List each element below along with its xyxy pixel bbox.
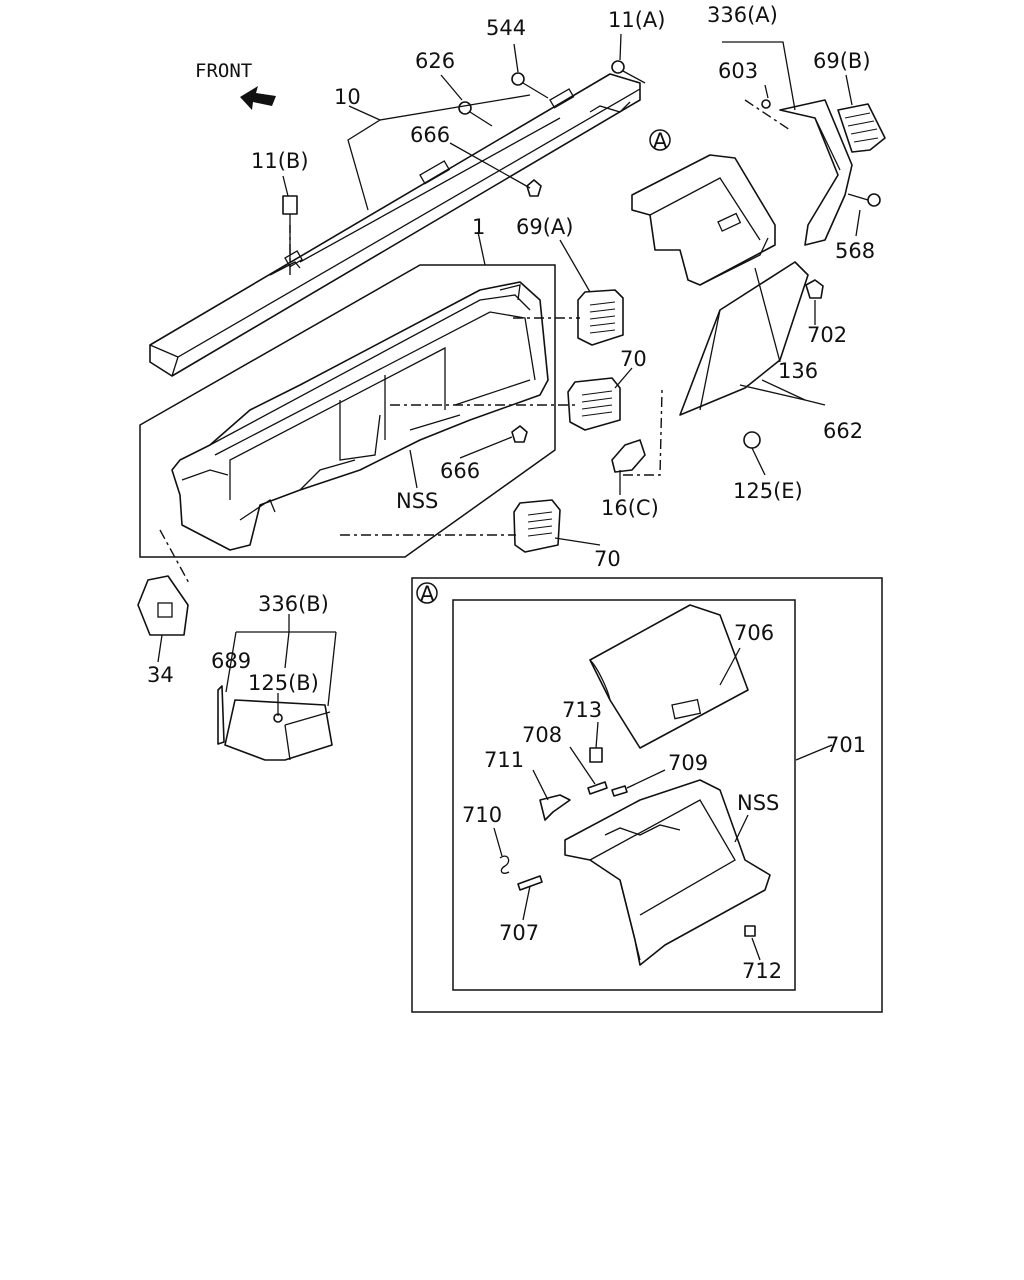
front-arrow-icon (240, 86, 276, 110)
callout-136: 136 (778, 359, 818, 383)
clip-666-upper (526, 179, 542, 197)
vent-69b (837, 103, 886, 153)
clip-125e (743, 431, 761, 449)
vent-69a (577, 289, 624, 346)
callout-10: 10 (334, 85, 361, 109)
screw-544 (511, 72, 549, 99)
callout-125e: 125(E) (733, 479, 803, 503)
callout-69b: 69(B) (813, 49, 871, 73)
lower-cover-662 (679, 261, 809, 416)
centerlines (159, 99, 791, 586)
bracket-711 (539, 794, 571, 821)
callout-711: 711 (484, 748, 524, 772)
callout-11b: 11(B) (251, 149, 309, 173)
front-label: FRONT (195, 60, 252, 82)
callout-70-mid: 70 (620, 347, 647, 371)
pin-708 (587, 781, 608, 795)
side-cap-34 (137, 575, 189, 636)
marker-a-detail: A (416, 582, 438, 606)
callout-labels: 544 11(A) 336(A) 626 603 69(B) 10 666 11… (147, 3, 875, 983)
bolt-11b (282, 195, 298, 262)
callout-336b: 336(B) (258, 592, 329, 616)
screw-603 (761, 99, 771, 109)
callout-709: 709 (668, 751, 708, 775)
screw-568 (847, 193, 881, 207)
assembly-outline (139, 264, 556, 558)
callout-34: 34 (147, 663, 174, 687)
callout-69a: 69(A) (516, 215, 573, 239)
callout-11a: 11(A) (608, 8, 665, 32)
callout-16c: 16(C) (601, 496, 659, 520)
callout-666-mid: 666 (440, 459, 480, 483)
callout-702: 702 (807, 323, 847, 347)
callout-1: 1 (472, 215, 485, 239)
vent-70-upper (567, 377, 621, 431)
nut-702 (805, 279, 824, 299)
callout-626: 626 (415, 49, 455, 73)
leaders (157, 33, 861, 716)
callout-710: 710 (462, 803, 502, 827)
dash-top-panel (149, 73, 641, 377)
side-trim-336a (779, 99, 853, 246)
marker-a-detail-text: A (420, 582, 435, 606)
callout-nss-detail: NSS (737, 791, 779, 815)
front-indicator: FRONT (195, 60, 276, 110)
callout-603: 603 (718, 59, 758, 83)
glovebox-outer (631, 154, 776, 286)
callout-712: 712 (742, 959, 782, 983)
damper-709 (611, 785, 628, 797)
vent-70-lower (513, 499, 561, 553)
bolt-11a (611, 60, 646, 84)
callout-568: 568 (835, 239, 875, 263)
callout-701: 701 (826, 733, 866, 757)
callout-125b: 125(B) (248, 671, 319, 695)
callout-70-low: 70 (594, 547, 621, 571)
glovebox-lid-706 (589, 604, 749, 749)
callout-706: 706 (734, 621, 774, 645)
callout-708: 708 (522, 723, 562, 747)
callout-689: 689 (211, 649, 251, 673)
callout-662: 662 (823, 419, 863, 443)
callout-713: 713 (562, 698, 602, 722)
callout-336a: 336(A) (707, 3, 778, 27)
seal-689 (217, 685, 225, 745)
spring-710 (499, 855, 510, 874)
callout-544: 544 (486, 16, 526, 40)
detail-a-inner-frame (452, 599, 796, 991)
hinge-pin-707 (517, 875, 543, 891)
detail-a-outer-frame (411, 577, 883, 1013)
callout-nss-main: NSS (396, 489, 438, 513)
callout-707: 707 (499, 921, 539, 945)
latch-713 (589, 747, 603, 763)
bracket-16c (611, 439, 646, 473)
marker-a-upper-text: A (653, 129, 668, 153)
glovebox-body-701 (564, 779, 771, 966)
instrument-panel (171, 281, 549, 551)
callout-666-top: 666 (410, 123, 450, 147)
clip-666-lower (511, 425, 528, 443)
marker-a-upper: A (649, 129, 671, 153)
clip-712 (744, 925, 756, 937)
detail-leaders (493, 647, 833, 961)
